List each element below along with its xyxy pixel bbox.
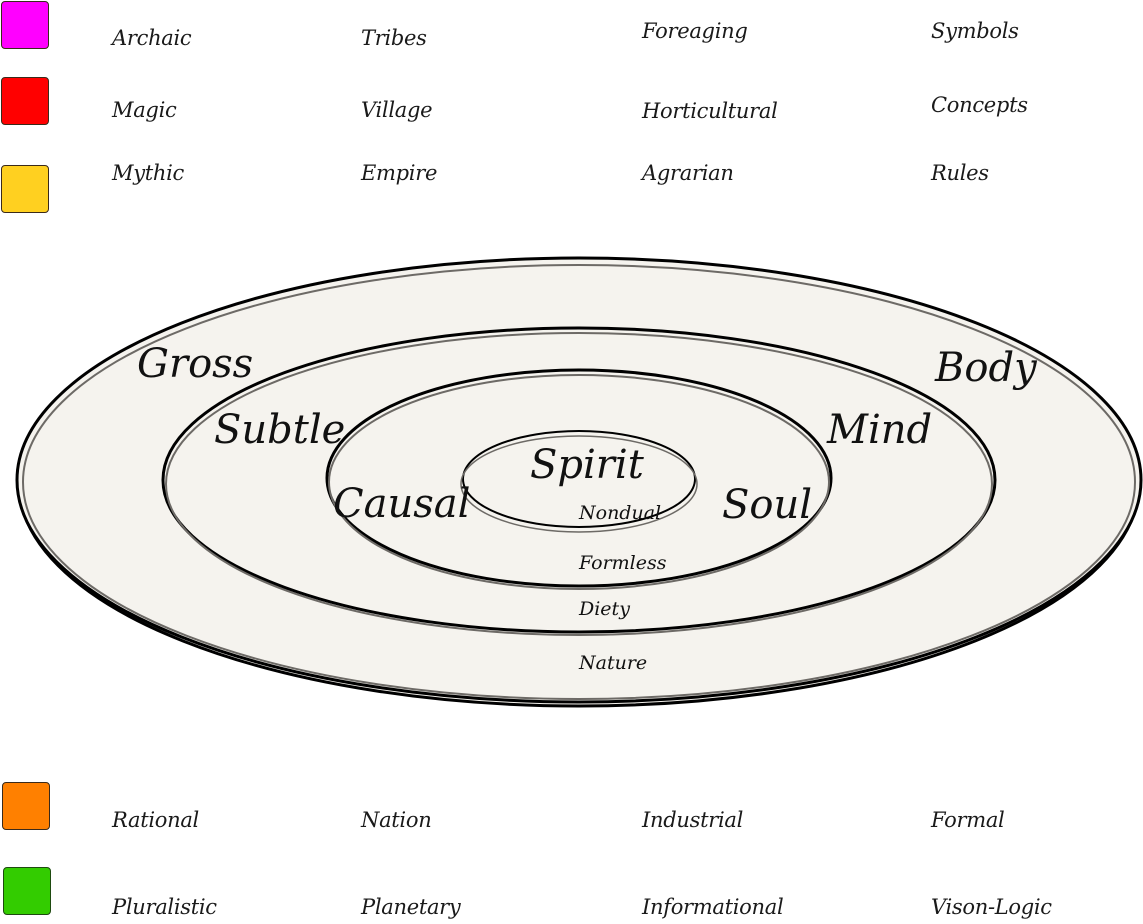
label-subtle: Subtle — [214, 407, 345, 453]
color-swatch-pluralistic — [3, 867, 51, 915]
legend-cell: Rules — [931, 161, 989, 185]
legend-cell: Pluralistic — [112, 895, 217, 919]
color-swatch-archaic — [1, 1, 49, 49]
legend-cell: Planetary — [361, 895, 461, 919]
legend-cell: Nation — [361, 808, 432, 832]
ring-gross-inner-line — [22, 264, 1136, 700]
ring-subtle-inner-line — [165, 332, 993, 636]
label-soul: Soul — [722, 482, 812, 528]
legend-cell: Mythic — [112, 161, 185, 185]
legend-cell: Magic — [112, 98, 177, 122]
color-swatch-mythic — [1, 165, 49, 213]
label-gross: Gross — [137, 341, 253, 387]
label-nondual: Nondual — [578, 502, 661, 524]
legend-cell: Foreaging — [642, 19, 748, 43]
legend-cell: Industrial — [642, 808, 743, 832]
label-formless: Formless — [578, 552, 667, 574]
legend-cell: Formal — [931, 808, 1005, 832]
legend-cell: Symbols — [931, 19, 1019, 43]
legend-cell: Vison-Logic — [931, 895, 1052, 919]
legend-cell: Rational — [112, 808, 199, 832]
ring-spirit — [462, 430, 696, 528]
legend-cell: Archaic — [112, 26, 192, 50]
label-causal: Causal — [333, 481, 470, 527]
label-mind: Mind — [826, 407, 932, 453]
color-swatch-rational — [2, 782, 50, 830]
legend-cell: Village — [361, 98, 433, 122]
label-diety: Diety — [578, 598, 630, 620]
ring-spirit-inner-line — [460, 435, 698, 533]
label-spirit: Spirit — [530, 442, 645, 488]
legend-cell: Empire — [361, 161, 438, 185]
legend-cell: Agrarian — [642, 161, 734, 185]
legend-cell: Informational — [642, 895, 784, 919]
ring-causal-inner-line — [328, 374, 830, 590]
label-nature: Nature — [578, 652, 647, 674]
ring-causal — [325, 368, 833, 588]
legend-cell: Tribes — [361, 26, 427, 50]
color-swatch-magic — [1, 77, 49, 125]
legend-cell: Horticultural — [642, 99, 778, 123]
label-body: Body — [934, 345, 1038, 391]
legend-cell: Concepts — [931, 93, 1028, 117]
